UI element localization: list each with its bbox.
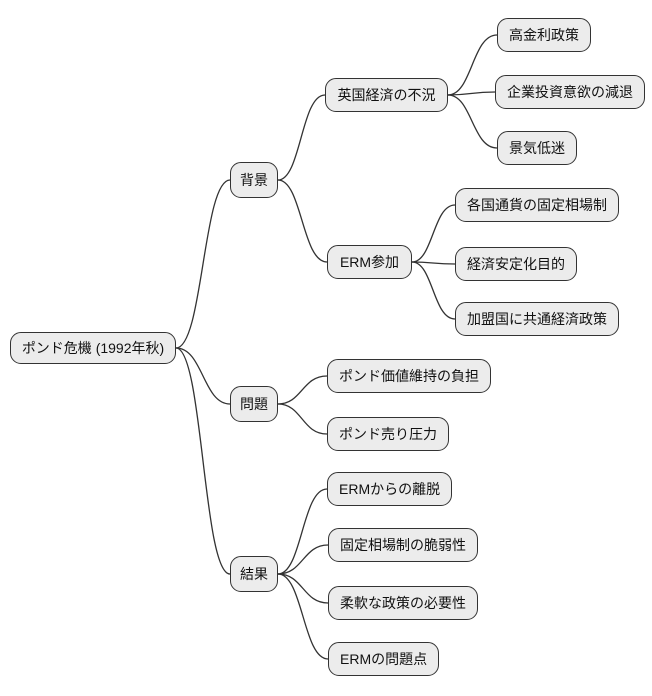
- edge-root-problem: [175, 347, 231, 405]
- node-uk-recession: 英国経済の不況: [325, 78, 448, 112]
- edge-result-erm-problems: [277, 573, 329, 660]
- node-pound-selling-pressure: ポンド売り圧力: [327, 417, 449, 451]
- node-erm-participation: ERM参加: [327, 245, 412, 279]
- node-pound-value-burden: ポンド価値維持の負担: [327, 359, 491, 393]
- edge-erm-fixed-exchange: [411, 204, 456, 263]
- edge-result-flexible-policy: [277, 573, 329, 604]
- node-background: 背景: [230, 162, 278, 198]
- edge-problem-value-burden: [277, 375, 328, 405]
- edge-root-background: [175, 179, 231, 349]
- node-high-interest-policy: 高金利政策: [497, 18, 591, 52]
- node-result: 結果: [230, 556, 278, 592]
- node-economic-slump: 景気低迷: [497, 131, 577, 165]
- node-investment-decline: 企業投資意欲の減退: [495, 75, 645, 109]
- edge-root-result: [175, 347, 231, 575]
- edge-erm-stabilization: [411, 261, 456, 265]
- edge-uk-recession-high-interest: [447, 34, 498, 96]
- edge-problem-selling-pressure: [277, 403, 328, 435]
- node-pound-crisis-root: ポンド危機 (1992年秋): [10, 332, 176, 364]
- node-erm-problems: ERMの問題点: [328, 642, 440, 676]
- edge-background-erm-participation: [277, 179, 328, 263]
- node-problem: 問題: [230, 386, 278, 422]
- node-fixed-exchange-system: 各国通貨の固定相場制: [455, 188, 619, 222]
- edge-result-fragility: [277, 544, 329, 575]
- node-common-economic-policy: 加盟国に共通経済政策: [455, 302, 619, 336]
- edge-result-erm-withdrawal: [277, 488, 328, 575]
- node-fixed-rate-fragility: 固定相場制の脆弱性: [328, 528, 478, 562]
- edge-erm-common-policy: [411, 261, 456, 320]
- edge-uk-recession-investment-decline: [447, 91, 496, 96]
- edge-uk-recession-slump: [447, 94, 498, 149]
- edge-background-uk-recession: [277, 94, 326, 181]
- node-economic-stabilization: 経済安定化目的: [455, 247, 577, 281]
- node-flexible-policy-need: 柔軟な政策の必要性: [328, 586, 478, 620]
- node-erm-withdrawal: ERMからの離脱: [327, 472, 453, 506]
